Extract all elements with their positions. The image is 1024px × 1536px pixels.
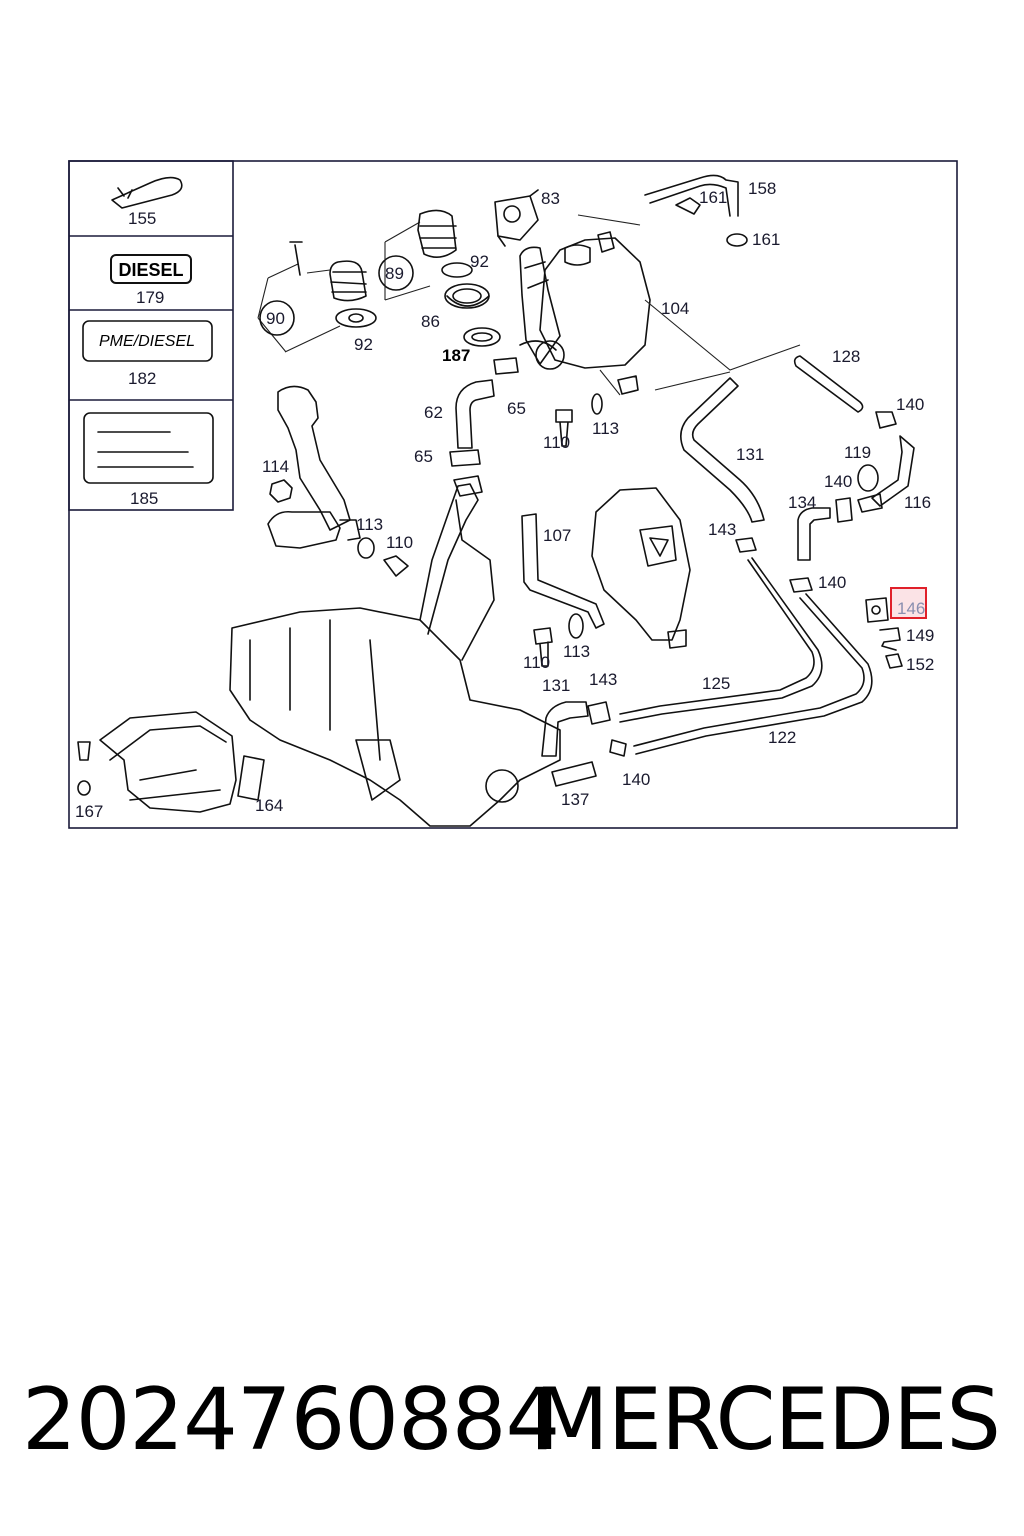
parts-drawing [77, 174, 915, 827]
callout-140: 140 [896, 395, 924, 414]
callout-92: 92 [354, 335, 373, 354]
callout-circle-90 [259, 300, 295, 336]
callout-104: 104 [661, 299, 689, 318]
callout-116: 116 [904, 493, 931, 512]
callout-140: 140 [622, 770, 650, 789]
pme-diesel-badge-text: PME/DIESEL [99, 333, 195, 350]
highlight-box-146 [890, 587, 927, 619]
diesel-badge-text: DIESEL [118, 260, 183, 280]
callout-149: 149 [906, 626, 934, 645]
label-plate-icon [83, 412, 214, 484]
callout-131: 131 [736, 445, 764, 464]
pme-diesel-badge [82, 320, 213, 362]
callout-113: 113 [356, 515, 383, 534]
callout-128: 128 [832, 347, 860, 366]
part-number: 2024760884 [22, 1370, 560, 1470]
callout-92: 92 [470, 252, 489, 271]
callout-158: 158 [748, 179, 776, 198]
callout-65: 65 [414, 447, 433, 466]
callout-labels: 83 161 158 161 89 92 90 92 86 187 104 12… [75, 179, 934, 821]
callout-122: 122 [768, 728, 796, 747]
callout-167: 167 [75, 802, 103, 821]
callout-62: 62 [424, 403, 443, 422]
callout-143: 143 [708, 520, 736, 539]
callout-140: 140 [818, 573, 846, 592]
callout-134: 134 [788, 493, 816, 512]
brand-name: MERCEDES [534, 1370, 1001, 1470]
callout-114: 114 [262, 457, 289, 476]
callout-107: 107 [543, 526, 571, 545]
callout-86: 86 [421, 312, 440, 331]
callout-83: 83 [541, 189, 560, 208]
callout-187: 187 [442, 346, 470, 365]
legend-155: 155 [128, 209, 156, 228]
callout-143: 143 [589, 670, 617, 689]
callout-110: 110 [386, 533, 413, 552]
callout-161: 161 [752, 230, 780, 249]
callout-140: 140 [824, 472, 852, 491]
callout-131: 131 [542, 676, 570, 695]
cable-tie-icon [111, 176, 183, 209]
callout-146: 146 [897, 599, 925, 618]
legend-panel: 155 DIESEL 179 PME/DIESEL 182 185 [68, 160, 234, 511]
callout-161: 161 [699, 188, 727, 207]
callout-89: 89 [385, 264, 404, 283]
callout-circle-89 [378, 255, 414, 291]
callout-137: 137 [561, 790, 589, 809]
legend-182: 182 [128, 369, 156, 388]
callout-110: 110 [543, 433, 570, 452]
diesel-badge [110, 254, 192, 284]
legend-185: 185 [130, 489, 158, 508]
callout-119: 119 [844, 443, 871, 462]
callout-90: 90 [266, 309, 285, 328]
callout-125: 125 [702, 674, 730, 693]
callout-113: 113 [563, 642, 590, 661]
callout-65: 65 [507, 399, 526, 418]
callout-164: 164 [255, 796, 283, 815]
footer: 2024760884 MERCEDES [0, 1370, 1024, 1480]
legend-179: 179 [136, 288, 164, 307]
callout-113: 113 [592, 419, 619, 438]
callout-152: 152 [906, 655, 934, 674]
callout-110: 110 [523, 653, 550, 672]
